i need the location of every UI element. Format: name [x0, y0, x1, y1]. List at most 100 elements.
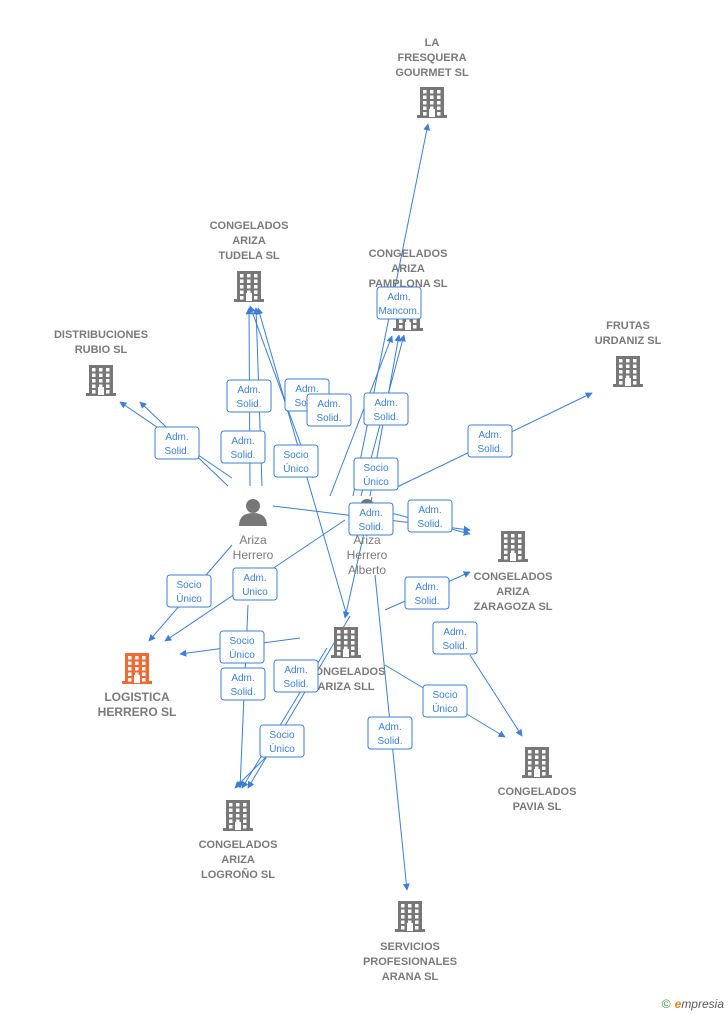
relation-label-r1[interactable]: Adm. Mancom. — [376, 286, 422, 320]
building-icon — [122, 653, 152, 684]
company-label-line: ARANA SL — [382, 971, 439, 983]
building-icon — [331, 627, 361, 658]
relation-label-r4[interactable]: Adm.Solid. — [306, 393, 352, 427]
company-label-line: LA — [425, 37, 440, 49]
relation-label-text: Adm. — [359, 508, 382, 519]
company-label-line: PAVIA SL — [513, 801, 562, 813]
relation-label-r7[interactable]: Adm.Solid. — [363, 392, 409, 426]
company-label-line: PROFESIONALES — [363, 956, 457, 968]
relation-label-text: Adm. — [478, 430, 501, 441]
relation-label-text: Adm. — [231, 673, 254, 684]
company-label-line: ZARAGOZA SL — [473, 601, 552, 613]
brand-initial: e — [674, 997, 682, 1011]
relation-label-r16[interactable]: Adm. Unico — [232, 567, 278, 601]
person-label-line: Alberto — [348, 563, 386, 577]
relation-label-text: Adm. — [415, 582, 438, 593]
building-icon — [234, 271, 264, 302]
building-icon — [498, 531, 528, 562]
relation-label-text: Socio — [363, 463, 388, 474]
relation-label-text: Solid. — [230, 450, 255, 461]
relation-label-text: Solid. — [377, 736, 402, 747]
relation-label-text: Adm. — [237, 385, 260, 396]
company-node-ariza[interactable]: CONGELADOS ARIZA SLL — [307, 627, 386, 693]
relation-label-text: Adm. — [418, 505, 441, 516]
relation-label-text: Adm. — [284, 665, 307, 676]
relation-label-text: Solid. — [417, 519, 442, 530]
relation-label-text: Socio — [269, 730, 294, 741]
relation-label-text: Adm. — [295, 384, 318, 395]
relation-label-text: Solid. — [230, 687, 255, 698]
company-label-line: ARIZA — [221, 854, 255, 866]
company-label-line: LOGISTICA — [104, 690, 170, 704]
relation-edge — [247, 615, 351, 789]
company-label-line: FRUTAS — [606, 320, 650, 332]
building-icon — [86, 365, 116, 396]
relation-label-text: Mancom. — [378, 306, 419, 317]
company-label-line: CONGELADOS — [210, 220, 289, 232]
company-label-line: SERVICIOS — [380, 941, 440, 953]
company-node-distribuciones[interactable]: DISTRIBUCIONES RUBIO SL — [54, 329, 148, 396]
relation-label-text: Adm. — [378, 722, 401, 733]
relation-label-text: Adm. — [387, 292, 410, 303]
relation-label-text: Adm. — [165, 432, 188, 443]
company-label-line: CONGELADOS — [307, 666, 386, 678]
relation-label-r12[interactable]: Adm. Solid. — [407, 499, 453, 533]
relation-label-text: Socio — [283, 450, 308, 461]
company-node-zaragoza[interactable]: CONGELADOS ARIZA ZARAGOZA SL — [473, 531, 553, 613]
company-label-line: DISTRIBUCIONES — [54, 329, 148, 341]
company-label-line: ARIZA — [391, 263, 425, 275]
company-label-line: CONGELADOS — [199, 839, 278, 851]
relation-label-text: Solid. — [414, 596, 439, 607]
relation-label-r6[interactable]: Adm.Solid. — [220, 430, 266, 464]
company-node-tudela[interactable]: CONGELADOS ARIZA TUDELA SL — [210, 220, 289, 302]
company-node-pavia[interactable]: CONGELADOS PAVIA SL — [498, 747, 577, 813]
person-label-line: Herrero — [347, 548, 388, 562]
relation-label-r2[interactable]: Adm.Solid. — [226, 379, 272, 413]
company-label-line: RUBIO SL — [75, 344, 128, 356]
relation-label-text: Solid. — [164, 446, 189, 457]
relation-label-r5[interactable]: Adm. Solid. — [154, 426, 200, 460]
company-label-line: CONGELADOS — [498, 786, 577, 798]
relation-label-text: Adm. — [317, 399, 340, 410]
company-label-line: TUDELA SL — [218, 250, 280, 262]
relation-label-r19[interactable]: Adm.Solid. — [273, 659, 319, 693]
company-node-logrono[interactable]: CONGELADOS ARIZA LOGROÑO SL — [199, 800, 278, 881]
company-label-line: ARIZA — [496, 586, 530, 598]
company-node-servicios[interactable]: SERVICIOS PROFESIONALES ARANA SL — [363, 901, 457, 983]
company-label-line: GOURMET SL — [395, 67, 469, 79]
relation-label-text: Adm. — [374, 398, 397, 409]
relation-label-r18[interactable]: Adm. Solid. — [220, 667, 266, 701]
relation-label-text: Único — [229, 648, 255, 661]
relation-label-r11[interactable]: Adm. Solid. — [348, 502, 394, 536]
relation-label-text: Único — [363, 475, 389, 488]
relation-label-r14[interactable]: Adm.Solid. — [432, 621, 478, 655]
relation-label-r23[interactable]: Adm. Solid. — [367, 716, 413, 750]
relation-label-text: Adm. — [243, 573, 266, 584]
building-icon — [613, 356, 643, 387]
company-label-line: ARIZA — [232, 235, 266, 247]
relation-label-r13[interactable]: Adm. Solid. — [404, 576, 450, 610]
company-label-line: CONGELADOS — [474, 571, 553, 583]
relation-label-text: Único — [269, 742, 295, 755]
person-node-p1[interactable]: ArizaHerrero... — [233, 499, 274, 577]
company-label-line: LOGROÑO SL — [201, 868, 275, 881]
building-icon — [522, 747, 552, 778]
relation-label-text: Unico — [242, 587, 268, 598]
relation-label-r10[interactable]: Adm. Solid. — [467, 424, 513, 458]
building-icon — [223, 800, 253, 831]
building-icon — [417, 87, 447, 118]
relation-label-text: Solid. — [477, 444, 502, 455]
company-label-line: ARIZA SLL — [317, 681, 374, 693]
relation-label-text: Solid. — [358, 522, 383, 533]
